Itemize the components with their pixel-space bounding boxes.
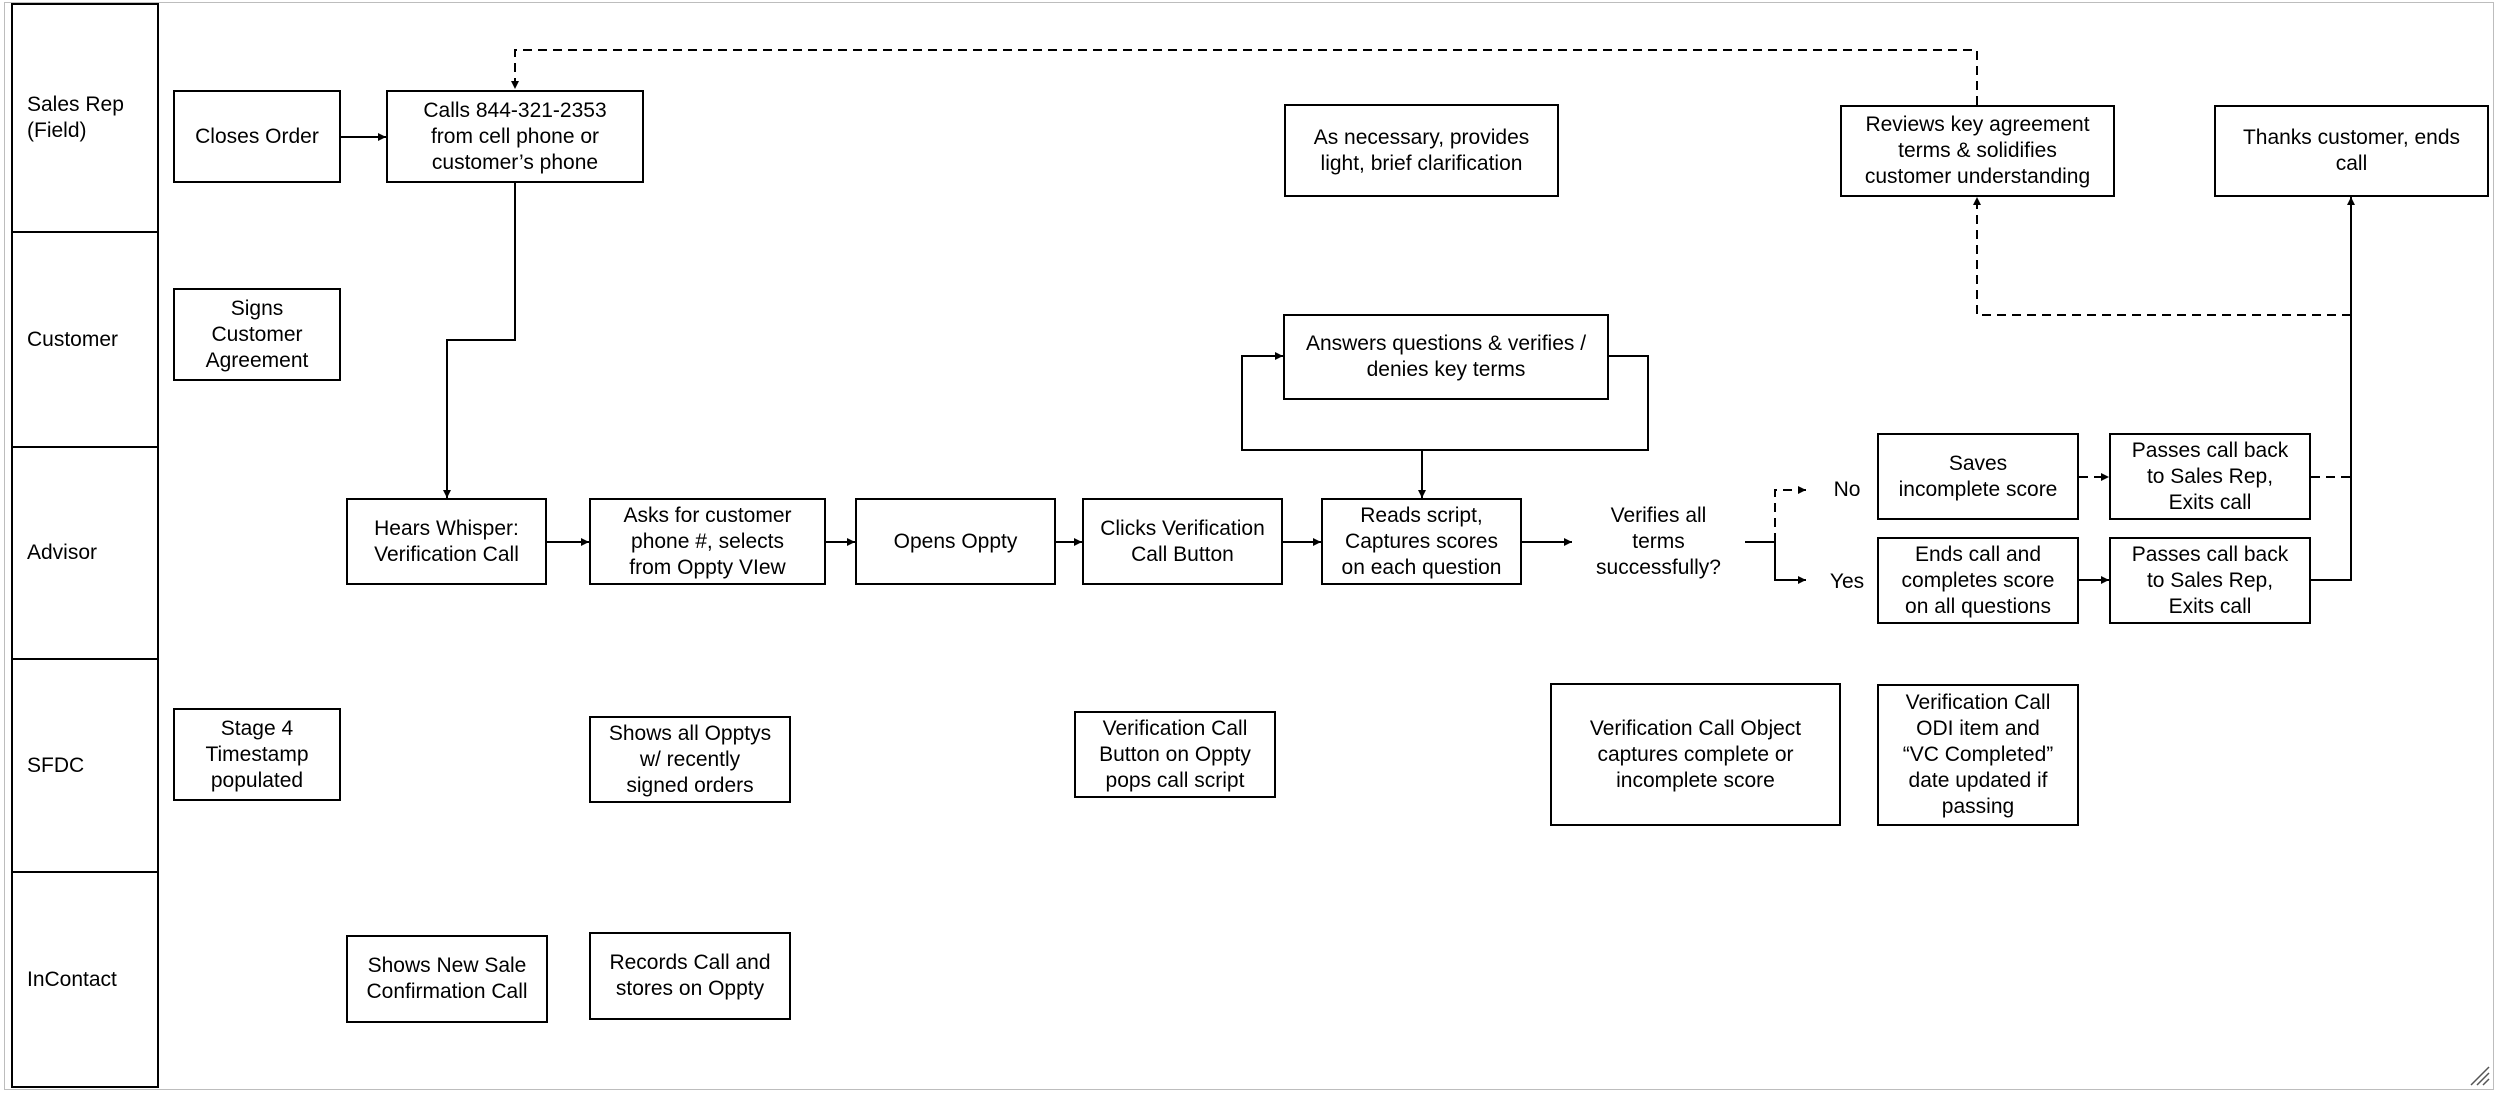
branch-yes (1745, 541, 1806, 584)
node-shows-new-sale: Shows New Sale Confirmation Call (346, 935, 548, 1023)
lane-incontact: InContact (11, 871, 159, 1088)
node-text: Signs Customer Agreement (205, 296, 309, 372)
lane-label-incontact: InContact (27, 967, 117, 991)
node-records-call: Records Call and stores on Oppty (589, 932, 791, 1020)
arrow-calls-to-whisper (443, 183, 516, 498)
arrow-reviews-to-calls (511, 49, 1978, 105)
node-text: As necessary, provides light, brief clar… (1313, 125, 1530, 175)
node-text: Answers questions & verifies / denies ke… (1305, 332, 1587, 381)
branch-no (1774, 486, 1806, 542)
node-shows-opptys: Shows all Opptys w/ recently signed orde… (589, 716, 791, 803)
node-stage4: Stage 4 Timestamp populated (173, 708, 341, 801)
lane-label-customer: Customer (27, 327, 119, 351)
node-provides-clarification: As necessary, provides light, brief clar… (1284, 104, 1559, 197)
lane-label-sfdc: SFDC (27, 753, 85, 777)
node-asks-phone: Asks for customer phone #, selects from … (589, 498, 826, 585)
node-text: Verification Call ODI item and “VC Compl… (1902, 691, 2054, 818)
node-answers-questions: Answers questions & verifies / denies ke… (1283, 314, 1609, 400)
arrow-passes-yes-to-thanks (2311, 197, 2355, 581)
node-text: Opens Oppty (893, 529, 1018, 553)
node-ends-call: Ends call and completes score on all que… (1877, 537, 2079, 624)
arrow-passes-no-to-thanks (2311, 315, 2352, 478)
arrow-to-reviews (1973, 197, 2351, 316)
resize-grip-icon[interactable] (2466, 1062, 2490, 1086)
node-text: Stage 4 Timestamp populated (205, 716, 309, 792)
lane-label-sales-rep: Sales Rep (Field) (27, 93, 124, 142)
node-text: Passes call back to Sales Rep, Exits cal… (2131, 542, 2289, 618)
decision-verifies-terms: Verifies all terms successfully? (1572, 497, 1745, 587)
node-text: Thanks customer, ends call (2242, 126, 2461, 175)
node-clicks-button: Clicks Verification Call Button (1082, 498, 1283, 585)
node-reviews-terms: Reviews key agreement terms & solidifies… (1840, 105, 2115, 197)
node-passes-back-yes: Passes call back to Sales Rep, Exits cal… (2109, 537, 2311, 624)
node-text: Hears Whisper: Verification Call (374, 516, 519, 566)
node-text: Verification Call Object captures comple… (1589, 716, 1802, 792)
node-calls-number: Calls 844-321-2353 from cell phone or cu… (386, 90, 644, 183)
node-text: Closes Order (195, 124, 319, 148)
node-vc-button: Verification Call Button on Oppty pops c… (1074, 711, 1276, 798)
node-text: Records Call and stores on Oppty (609, 951, 771, 1000)
lane-label-advisor: Advisor (27, 541, 98, 564)
node-thanks-customer: Thanks customer, ends call (2214, 105, 2489, 197)
node-closes-order: Closes Order (173, 90, 341, 183)
node-text: Reads script, Captures scores on each qu… (1341, 503, 1502, 579)
node-text: Saves incomplete score (1898, 451, 2058, 501)
node-text: Clicks Verification Call Button (1100, 516, 1265, 566)
node-reads-script: Reads script, Captures scores on each qu… (1321, 498, 1522, 585)
branch-label-yes: Yes (1829, 570, 1865, 593)
node-text: Reviews key agreement terms & solidifies… (1864, 113, 2091, 188)
node-text: Ends call and completes score on all que… (1901, 542, 2055, 618)
node-hears-whisper: Hears Whisper: Verification Call (346, 498, 547, 585)
node-text: Passes call back to Sales Rep, Exits cal… (2131, 438, 2289, 514)
node-text: Shows New Sale Confirmation Call (366, 954, 528, 1003)
node-text: Asks for customer phone #, selects from … (623, 503, 792, 579)
node-vc-object: Verification Call Object captures comple… (1550, 683, 1841, 826)
node-text: Verification Call Button on Oppty pops c… (1099, 716, 1251, 792)
node-text: Shows all Opptys w/ recently signed orde… (608, 721, 772, 797)
node-signs-agreement: Signs Customer Agreement (173, 288, 341, 381)
diagram-frame (4, 2, 2494, 1090)
node-passes-back-no: Passes call back to Sales Rep, Exits cal… (2109, 433, 2311, 520)
node-vc-odi: Verification Call ODI item and “VC Compl… (1877, 684, 2079, 826)
node-saves-incomplete: Saves incomplete score (1877, 433, 2079, 520)
node-text: Calls 844-321-2353 from cell phone or cu… (423, 98, 607, 174)
node-opens-oppty: Opens Oppty (855, 498, 1056, 585)
arrow-answers-to-reads (1418, 355, 1649, 498)
node-text: Verifies all terms successfully? (1596, 504, 1721, 579)
branch-label-no: No (1833, 478, 1861, 501)
